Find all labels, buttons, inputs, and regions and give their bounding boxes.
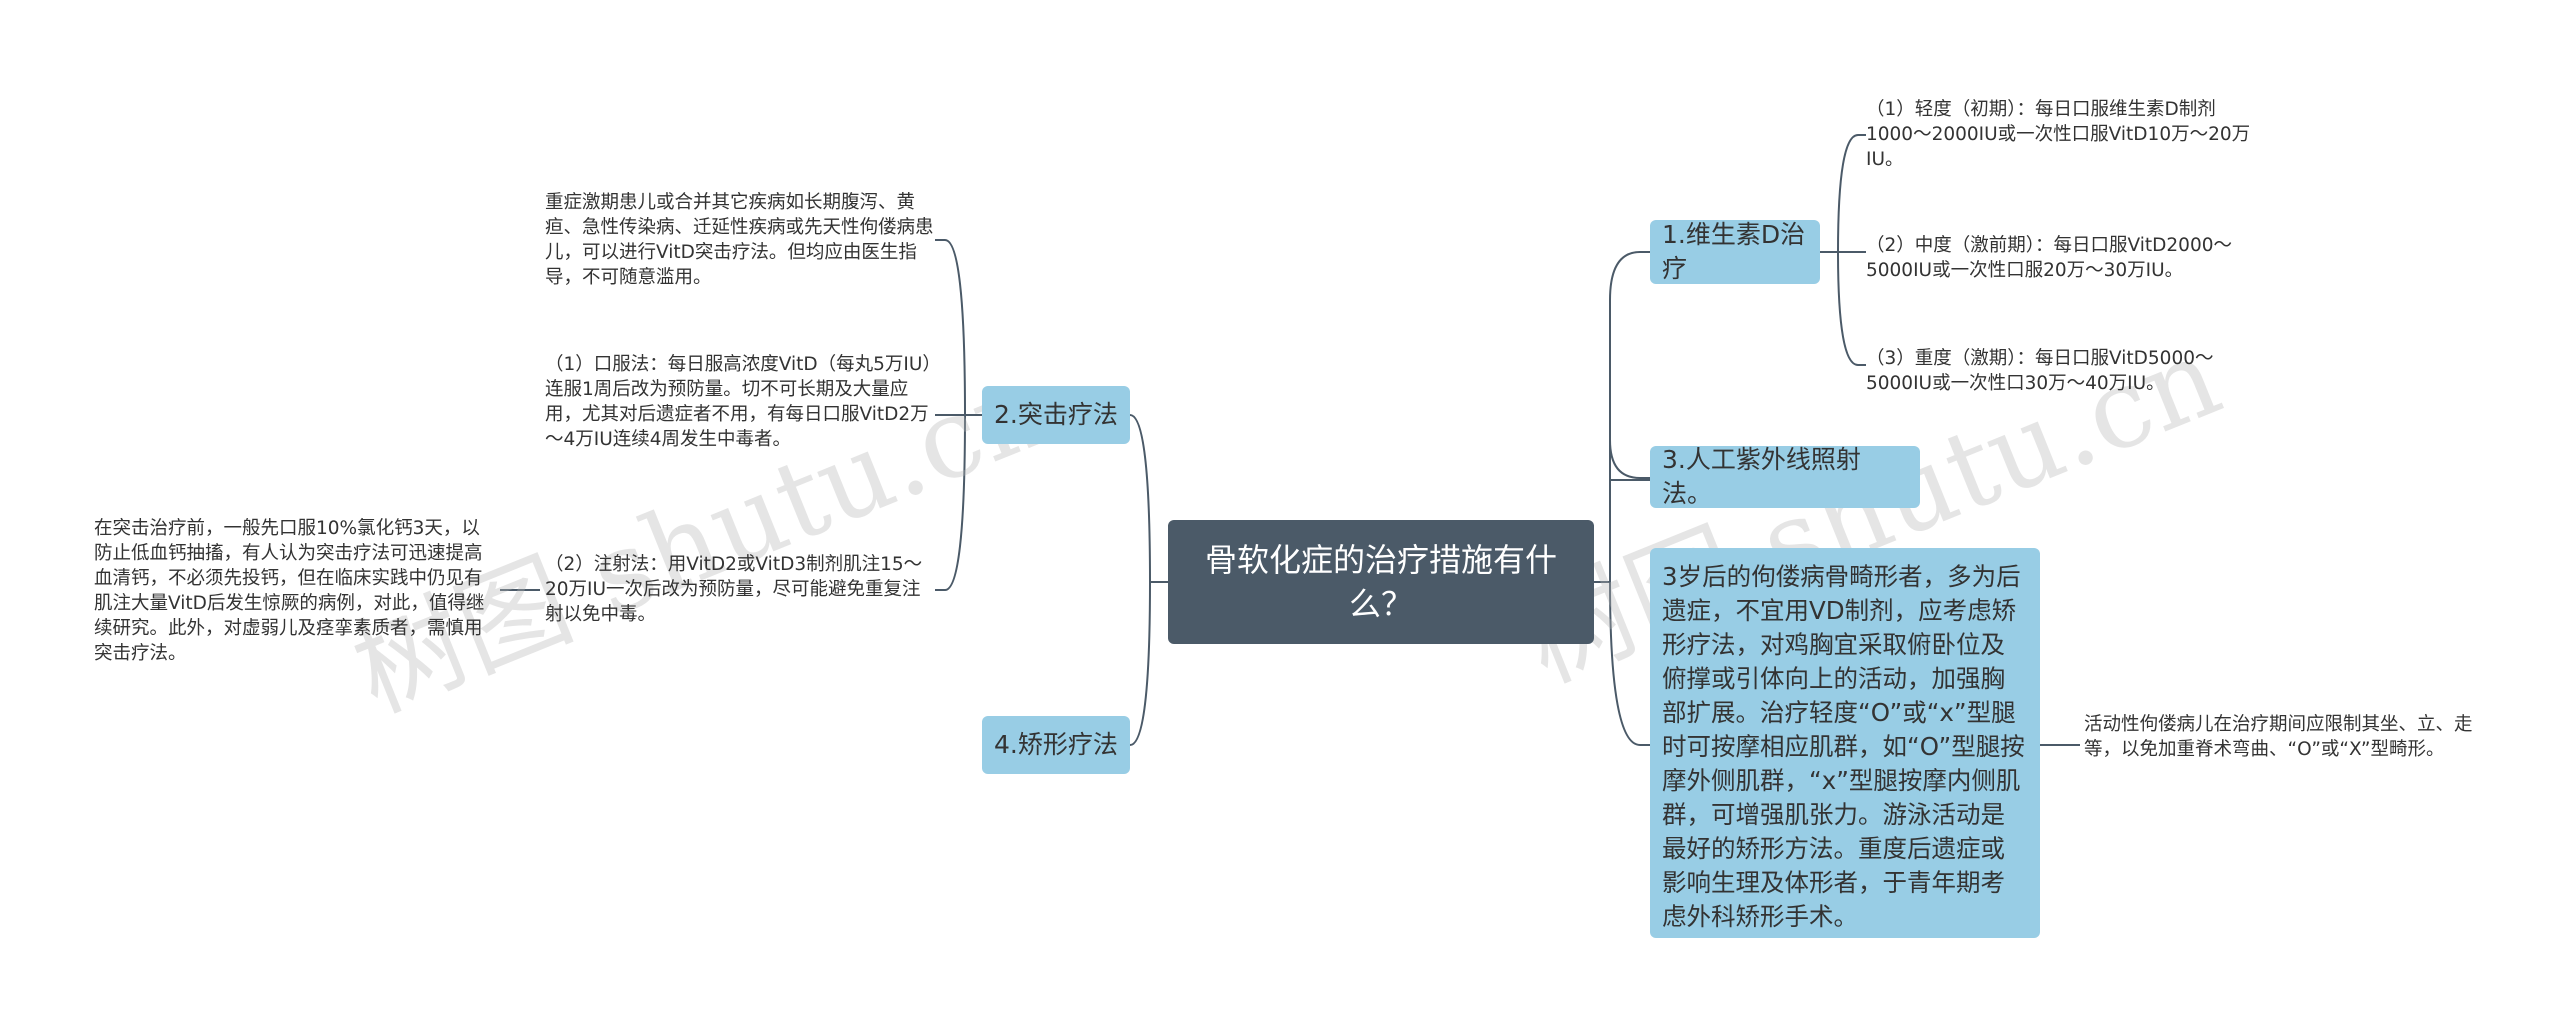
central-topic[interactable]: 骨软化症的治疗措施有什么？ (1168, 520, 1594, 644)
leaf-shock-intro: 重症激期患儿或合并其它疾病如长期腹泻、黄疸、急性传染病、迁延性疾病或先天性佝偻病… (545, 192, 934, 288)
note-calcium-pretreatment: 在突击治疗前，一般先口服10%氯化钙3天，以防止低血钙抽搐，有人认为突击疗法可迅… (94, 518, 485, 664)
bigleaf-orthopedic-details[interactable]: 3岁后的佝偻病骨畸形者，多为后遗症，不宜用VD制剂，应考虑矫形疗法，对鸡胸宜采取… (1650, 548, 2040, 938)
leaf-moderate: （2）中度（激前期）：每日口服VitD2000～5000IU或一次性口服20万～… (1866, 235, 2232, 281)
leaf-severe: （3）重度（激期）：每日口服VitD5000～5000IU或一次性口30万～40… (1866, 348, 2214, 394)
bigleaf-orthopedic-text: 3岁后的佝偻病骨畸形者，多为后遗症，不宜用VD制剂，应考虑矫形疗法，对鸡胸宜采取… (1662, 562, 2025, 931)
leaf-oral-method: （1）口服法：每日服高浓度VitD（每丸5万IU）连服1周后改为预防量。切不可长… (545, 354, 932, 450)
leaf-mild: （1）轻度（初期）：每日口服维生素D制剂1000～2000IU或一次性口服Vit… (1866, 99, 2251, 170)
central-topic-label: 骨软化症的治疗措施有什么？ (1204, 541, 1557, 623)
branch-vitd-treatment[interactable]: 1.维生素D治疗 (1650, 220, 1820, 284)
branch-uv-therapy-label: 3.人工紫外线照射法。 (1662, 445, 1861, 508)
branch-shock-therapy-label: 2.突击疗法 (994, 400, 1118, 429)
branch-orthopedic-label: 4.矫形疗法 (994, 730, 1118, 759)
branch-orthopedic[interactable]: 4.矫形疗法 (982, 716, 1130, 774)
branch-vitd-treatment-label: 1.维生素D治疗 (1662, 220, 1806, 283)
branch-uv-therapy[interactable]: 3.人工紫外线照射法。 (1650, 445, 1920, 508)
leaf-injection-method: （2）注射法：用VitD2或VitD3制剂肌注15～20万IU一次后改为预防量，… (545, 554, 923, 625)
note-activity-restriction: 活动性佝偻病儿在治疗期间应限制其坐、立、走等，以免加重脊术弯曲、“O”或“X”型… (2084, 714, 2473, 760)
branch-shock-therapy[interactable]: 2.突击疗法 (982, 386, 1130, 444)
